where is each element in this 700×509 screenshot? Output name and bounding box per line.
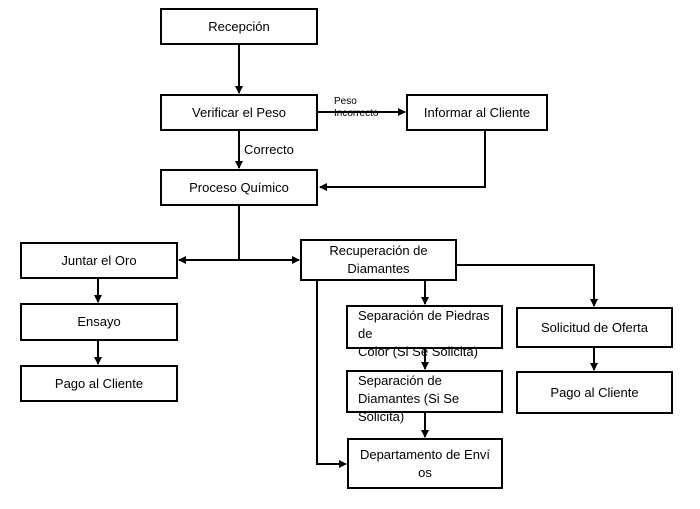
node-envios-label-1: Departamento de Enví [359, 446, 491, 462]
edge-label-incorrecto: Incorrecto [334, 108, 379, 119]
node-pago-cliente-1: Pago al Cliente [20, 365, 178, 402]
node-verificar-peso-label: Verificar el Peso [192, 104, 286, 120]
edge-recuperacion-envios [316, 281, 347, 468]
node-juntar-oro: Juntar el Oro [20, 242, 178, 279]
node-informar-cliente-label: Informar al Cliente [423, 104, 531, 120]
edge-label-peso: Peso [334, 96, 357, 107]
node-solicitud-oferta-label: Solicitud de Oferta [541, 319, 648, 335]
node-pago-cliente-2: Pago al Cliente [516, 371, 673, 414]
edge-recuperacion-solicitud [457, 264, 598, 307]
node-sep-color-label-2: Color (Si Se Solicita) [358, 344, 478, 359]
node-proceso-quimico-label: Proceso Químico [189, 179, 289, 195]
node-envios-label-2: os [418, 464, 432, 480]
node-sep-diam-label-1: Separación de [358, 373, 442, 388]
node-recuperacion-label-1: Recuperación de [329, 243, 428, 258]
node-pago-cliente-1-label: Pago al Cliente [54, 375, 144, 391]
node-recepcion: Recepción [160, 8, 318, 45]
edge-informar-proceso [319, 131, 486, 191]
node-ensayo: Ensayo [20, 303, 178, 341]
node-sep-color-label-1: Separación de Piedras de [358, 308, 490, 341]
node-departamento-envios: Departamento de Enví os [347, 438, 503, 489]
node-pago-cliente-2-label: Pago al Cliente [550, 384, 639, 400]
node-juntar-oro-label: Juntar el Oro [61, 252, 137, 268]
node-solicitud-oferta: Solicitud de Oferta [516, 307, 673, 348]
node-recuperacion-diamantes: Recuperación de Diamantes [300, 239, 457, 281]
node-separacion-piedras-color: Separación de Piedras de Color (Si Se So… [346, 305, 503, 359]
node-ensayo-label: Ensayo [77, 314, 121, 329]
node-verificar-peso: Verificar el Peso [160, 94, 318, 131]
node-recuperacion-label-2: Diamantes [347, 261, 410, 276]
node-proceso-quimico: Proceso Químico [160, 169, 318, 206]
edge-label-peso-incorrecto: Peso Incorrecto [334, 96, 378, 120]
edge-label-correcto: Correcto [244, 142, 294, 157]
node-recepcion-label: Recepción [208, 18, 270, 34]
node-separacion-diamantes: Separación de Diamantes (Si Se Solicita) [346, 370, 503, 424]
node-sep-diam-label-2: Diamantes (Si Se Solicita) [358, 391, 460, 424]
node-informar-cliente: Informar al Cliente [406, 94, 548, 131]
